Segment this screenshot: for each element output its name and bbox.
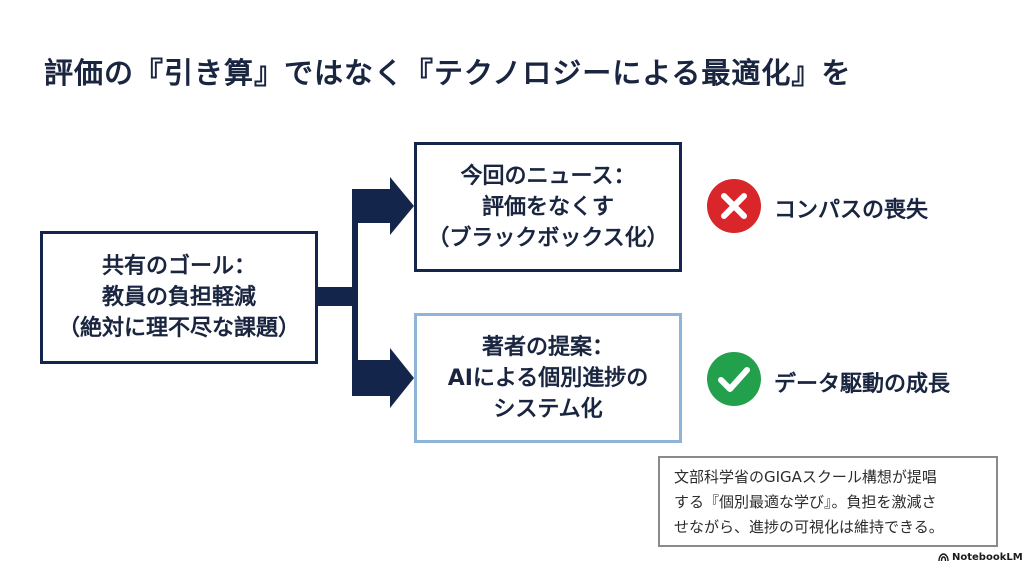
notebooklm-logo-icon xyxy=(938,553,949,562)
note-line: する『個別最適な学び』。負担を激減さ xyxy=(674,493,937,511)
news-box-line: 今回のニュース： xyxy=(460,163,636,189)
note-box: 文部科学省のGIGAスクール構想が提唱 する『個別最適な学び』。負担を激減さ せ… xyxy=(658,456,998,547)
cross-circle-icon xyxy=(707,179,761,233)
proposal-box: 著者の提案： AIによる個別進捗の システム化 xyxy=(414,313,682,443)
proposal-box-line: システム化 xyxy=(493,396,603,422)
note-line: せながら、進捗の可視化は維持できる。 xyxy=(674,518,944,536)
proposal-box-line: AIによる個別進捗の xyxy=(447,365,649,391)
check-circle-icon xyxy=(707,352,761,406)
brand-watermark: NotebookLM xyxy=(938,552,1023,563)
goal-box: 共有のゴール： 教員の負担軽減 （絶対に理不尽な課題） xyxy=(40,231,318,364)
arrow-lower-branch xyxy=(352,348,414,408)
goal-box-line: （絶対に理不尽な課題） xyxy=(57,316,300,341)
news-box-line: 評価をなくす xyxy=(481,194,614,220)
slide-title: 評価の『引き算』ではなく『テクノロジーによる最適化』を xyxy=(44,56,852,90)
goal-box-line: 教員の負担軽減 xyxy=(101,285,256,310)
arrow-stem xyxy=(318,197,358,379)
proposal-box-line: 著者の提案： xyxy=(481,334,614,360)
brand-label: NotebookLM xyxy=(952,552,1023,563)
news-box: 今回のニュース： 評価をなくす （ブラックボックス化） xyxy=(414,142,682,272)
goal-box-line: 共有のゴール： xyxy=(101,254,256,279)
note-line: 文部科学省のGIGAスクール構想が提唱 xyxy=(674,468,937,486)
news-box-line: （ブラックボックス化） xyxy=(427,225,669,251)
arrow-upper-branch xyxy=(352,177,414,235)
news-outcome-label: コンパスの喪失 xyxy=(774,198,929,223)
proposal-outcome-label: データ駆動の成長 xyxy=(774,372,951,397)
